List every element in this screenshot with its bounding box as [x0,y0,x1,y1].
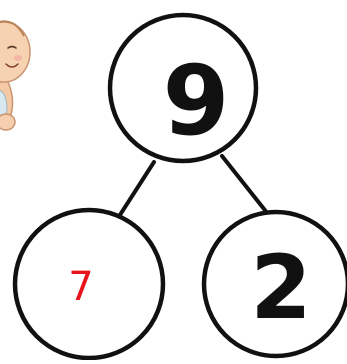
whole-node: 9 [110,15,256,161]
whole-value: 9 [163,45,230,157]
part-value-right: 2 [250,236,311,339]
bond-line-left [118,162,154,218]
part-node-left: 7 [15,210,163,358]
part-node-right: 2 [204,212,347,356]
cartoon-baby-icon [0,21,30,134]
part-value-left: 7 [68,264,93,310]
bond-line-right [222,156,268,214]
